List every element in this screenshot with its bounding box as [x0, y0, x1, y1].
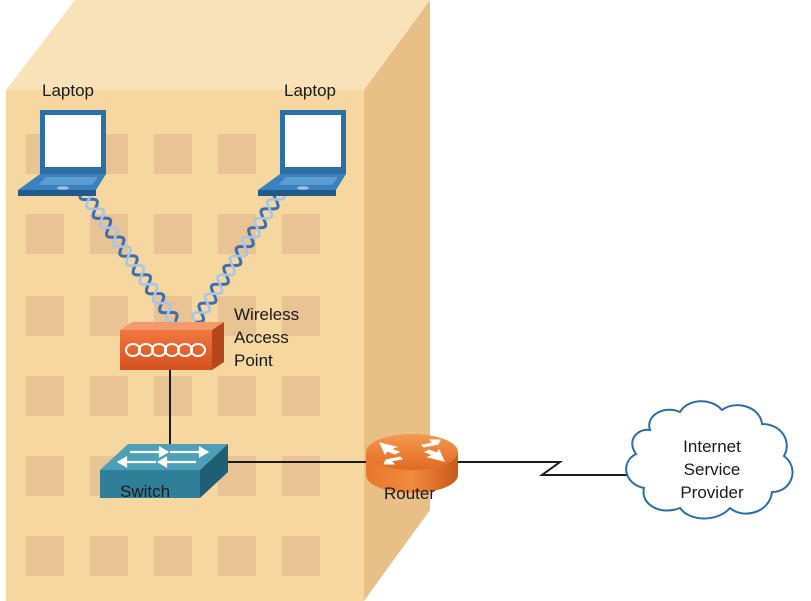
isp-label-line2: Service: [683, 460, 741, 479]
building-top-face: [6, 0, 430, 90]
window: [26, 376, 64, 416]
wap-label-line3: Point: [234, 351, 273, 370]
window: [282, 296, 320, 336]
isp-label-line1: Internet: [683, 437, 741, 456]
laptop-left-icon[interactable]: [18, 110, 106, 196]
window: [26, 214, 64, 254]
window: [154, 376, 192, 416]
wap-label-line1: Wireless: [234, 305, 300, 324]
wan-link-router-isp: [458, 461, 634, 476]
window: [218, 134, 256, 174]
wap-label-line2: Access: [234, 328, 289, 347]
wireless-access-point-icon[interactable]: [120, 322, 224, 370]
laptop-right-label: Laptop: [284, 81, 336, 100]
window: [26, 296, 64, 336]
isp-label-line3: Provider: [680, 483, 744, 502]
laptop-left-label: Laptop: [42, 81, 94, 100]
cloud-icon[interactable]: [625, 400, 794, 520]
switch-icon[interactable]: [100, 444, 228, 498]
window: [154, 134, 192, 174]
window: [154, 536, 192, 576]
window: [282, 536, 320, 576]
router-label: Router: [384, 484, 436, 503]
window: [90, 536, 128, 576]
wireless-link-left: [81, 188, 176, 324]
router-icon[interactable]: [366, 434, 458, 493]
window: [90, 376, 128, 416]
window: [282, 214, 320, 254]
wireless-link-right: [191, 189, 286, 323]
window: [26, 456, 64, 496]
window: [218, 536, 256, 576]
wireless-links: [78, 188, 286, 324]
laptop-right-icon[interactable]: [258, 110, 346, 196]
switch-label: Switch: [120, 482, 171, 501]
window: [218, 296, 256, 336]
cables: [169, 368, 634, 476]
wireless-signal-mark: [190, 343, 206, 357]
window: [218, 376, 256, 416]
window: [26, 536, 64, 576]
window: [154, 214, 192, 254]
building-side-face: [364, 0, 430, 601]
window: [282, 376, 320, 416]
